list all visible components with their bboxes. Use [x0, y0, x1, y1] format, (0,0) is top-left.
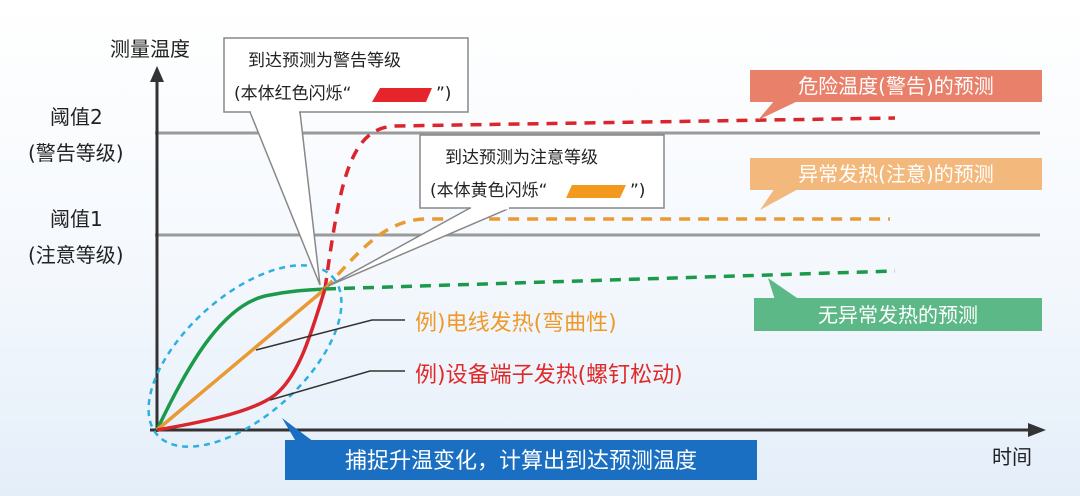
y-axis-label: 测量温度	[110, 37, 190, 61]
warning-callout-line1: 到达预测为警告等级	[248, 51, 401, 71]
rise-calculation-label: 捕捉升温变化，计算出到达预测温度	[345, 449, 697, 474]
threshold1-name: 阈值1	[50, 207, 103, 231]
abnormal-prediction-tag	[750, 158, 1042, 190]
red-rise-curve	[156, 288, 327, 432]
caution-callout-prefix: (本体黄色闪烁“	[430, 181, 547, 201]
warning-callout-prefix: (本体红色闪烁“	[234, 84, 351, 104]
normal-prediction-tag	[754, 298, 1042, 331]
warning-callout-suffix: ”)	[436, 84, 451, 104]
red-flash-swatch	[372, 88, 432, 102]
warning-callout-box	[223, 37, 469, 113]
terminal-example-label: 例)设备端子发热(螺钉松动)	[415, 363, 683, 388]
wire-example-leader	[255, 319, 405, 351]
green-rise-curve	[155, 287, 326, 431]
caution-callout-line1: 到达预测为注意等级	[445, 148, 598, 168]
rise-detection-ring	[147, 264, 343, 448]
threshold1-sub: (注意等级)	[28, 243, 124, 267]
abnormal-tag-tail	[760, 188, 800, 210]
caution-callout-suffix: ”)	[630, 181, 645, 201]
warning-callout-pointer	[248, 111, 321, 286]
x-axis-label: 时间	[992, 445, 1032, 469]
caution-callout-box	[419, 134, 665, 209]
threshold2-name: 阈值2	[50, 105, 103, 129]
abnormal-prediction-label: 异常发热(注意)的预测	[798, 162, 994, 186]
green-prediction-dashed	[324, 269, 896, 291]
rise-calculation-box	[285, 440, 757, 480]
danger-prediction-tag	[750, 70, 1042, 102]
orange-flash-swatch	[566, 185, 626, 198]
red-prediction-dashed	[323, 116, 896, 290]
orange-prediction-dashed	[323, 217, 890, 291]
x-axis-arrow	[1028, 423, 1046, 437]
wire-example-label: 例)电线发热(弯曲性)	[415, 311, 617, 336]
bottom-box-tail	[282, 418, 318, 445]
orange-rise-curve	[155, 287, 327, 432]
threshold2-sub: (警告等级)	[28, 141, 124, 165]
normal-tag-tail	[768, 278, 800, 300]
normal-prediction-label: 无异常发热的预测	[818, 303, 978, 327]
danger-tag-tail	[758, 100, 800, 120]
y-axis-arrow	[150, 66, 164, 82]
danger-prediction-label: 危险温度(警告)的预测	[798, 74, 994, 98]
terminal-example-leader	[269, 370, 405, 401]
